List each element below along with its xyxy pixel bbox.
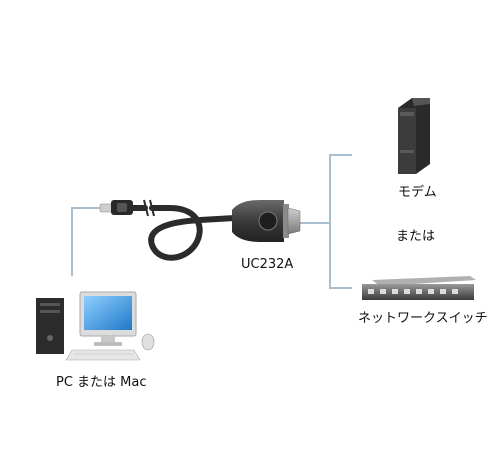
pc-tower bbox=[36, 298, 64, 354]
pc-keyboard bbox=[65, 349, 141, 361]
pc-label: PC または Mac bbox=[56, 375, 147, 390]
adapter-label: UC232A bbox=[241, 257, 294, 272]
uc232a-adapter bbox=[232, 200, 301, 242]
connector-lines bbox=[71, 154, 352, 289]
cable-break-mark bbox=[143, 199, 155, 217]
pc-monitor bbox=[79, 291, 137, 346]
switch-label: ネットワークスイッチ bbox=[358, 311, 488, 326]
pc-mouse bbox=[141, 333, 155, 351]
usb-cable bbox=[130, 205, 238, 261]
network-switch-device bbox=[362, 276, 476, 300]
usb-plug bbox=[99, 200, 133, 215]
or-label: または bbox=[396, 229, 436, 244]
modem-label: モデム bbox=[398, 185, 437, 200]
modem-device bbox=[398, 98, 430, 174]
pc-to-usb-line bbox=[71, 207, 102, 276]
bracket-line bbox=[329, 154, 352, 289]
